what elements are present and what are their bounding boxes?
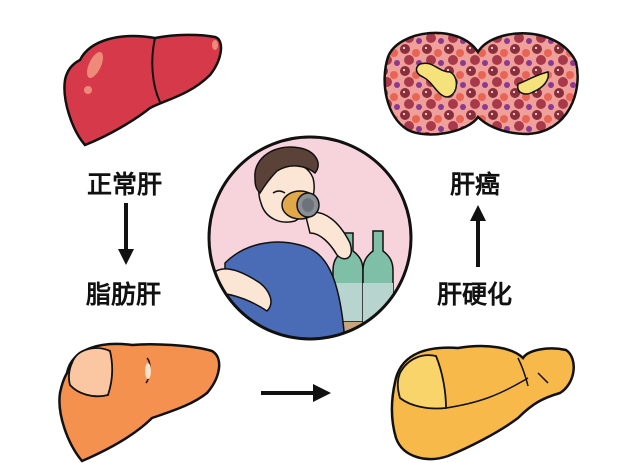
fatty-liver-image [52,333,227,463]
cirrhotic-liver-image [388,338,583,463]
arrow-down-icon [118,203,134,265]
normal-liver-image [50,20,230,150]
man-drinking-illustration [205,133,415,343]
label-liver-cancer: 肝癌 [450,170,501,199]
label-fatty-liver: 脂肪肝 [86,280,162,309]
label-normal-liver: 正常肝 [87,170,163,199]
label-cirrhosis: 肝硬化 [437,280,513,309]
cancer-liver-image [378,22,583,140]
arrow-up-icon [470,205,486,267]
arrow-right-icon [261,384,331,402]
